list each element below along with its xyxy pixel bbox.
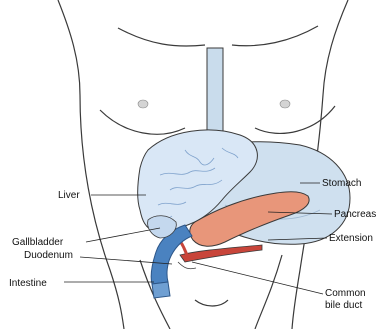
right-abdomen-line	[255, 255, 282, 329]
intestine	[152, 282, 170, 298]
right-chest-line	[255, 106, 335, 133]
label-stomach: Stomach	[322, 178, 361, 189]
navel-line	[195, 300, 228, 306]
label-extension: Extension	[329, 233, 373, 244]
label-common-bile-duct-line1: Common	[325, 288, 366, 299]
label-gallbladder: Gallbladder	[12, 237, 64, 248]
torso-left-contour	[58, 0, 124, 329]
label-liver: Liver	[58, 190, 80, 201]
duodenum-edge	[178, 262, 196, 269]
left-nipple	[138, 100, 148, 108]
left-clavicle-line	[118, 28, 205, 46]
label-pancreas: Pancreas	[334, 209, 376, 220]
left-chest-line	[100, 110, 185, 134]
right-clavicle-line	[232, 26, 318, 46]
label-duodenum: Duodenum	[24, 250, 73, 261]
common-bile-duct-leader	[192, 262, 323, 294]
right-nipple	[280, 100, 290, 108]
extension-duct	[180, 245, 262, 262]
label-common-bile-duct-line2: bile duct	[325, 300, 362, 311]
label-intestine: Intestine	[9, 278, 47, 289]
